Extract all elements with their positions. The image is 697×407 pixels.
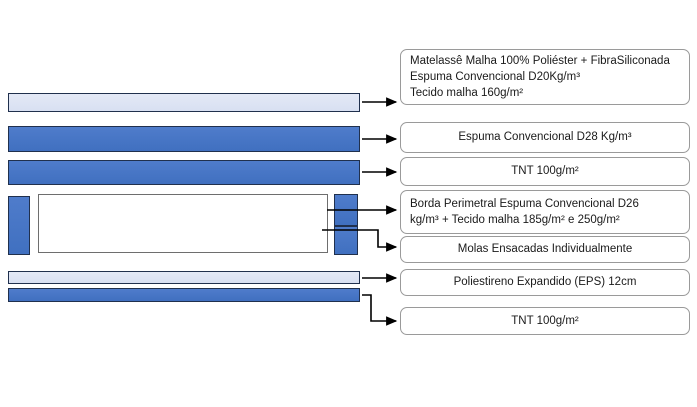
layer-perimeter-border-right-lower [334, 226, 358, 255]
callout-foam-d28: Espuma Convencional D28 Kg/m³ [400, 122, 690, 153]
connector-tnt-bottom [362, 294, 398, 326]
layer-tnt-bottom [8, 288, 360, 302]
layer-perimeter-border-left [8, 196, 30, 255]
callout-tnt-bottom-text: TNT 100g/m² [511, 314, 579, 327]
callout-quilted-top-text: Matelassê Malha 100% Poliéster + FibraSi… [410, 54, 670, 100]
layer-foam-d28 [8, 126, 360, 152]
callout-tnt-upper-text: TNT 100g/m² [511, 165, 579, 178]
callout-eps-base-text: Poliestireno Expandido (EPS) 12cm [453, 276, 637, 289]
callout-tnt-upper: TNT 100g/m² [400, 157, 690, 186]
layer-perimeter-border-right-upper [334, 194, 358, 226]
layer-quilted-top [8, 93, 360, 112]
callout-quilted-top: Matelassê Malha 100% Poliéster + FibraSi… [400, 49, 690, 105]
callout-tnt-bottom: TNT 100g/m² [400, 307, 690, 335]
callout-perimeter-border-text: Borda Perimetral Espuma Convencional D26… [410, 197, 639, 226]
callout-eps-base: Poliestireno Expandido (EPS) 12cm [400, 269, 690, 296]
callout-pocket-springs: Molas Ensacadas Individualmente [400, 236, 690, 263]
layer-tnt-upper [8, 160, 360, 185]
layer-eps-base [8, 271, 360, 284]
callout-foam-d28-text: Espuma Convencional D28 Kg/m³ [458, 131, 632, 144]
callout-pocket-springs-text: Molas Ensacadas Individualmente [457, 243, 633, 256]
layer-pocket-spring-core [38, 194, 328, 253]
callout-perimeter-border: Borda Perimetral Espuma Convencional D26… [400, 190, 690, 234]
